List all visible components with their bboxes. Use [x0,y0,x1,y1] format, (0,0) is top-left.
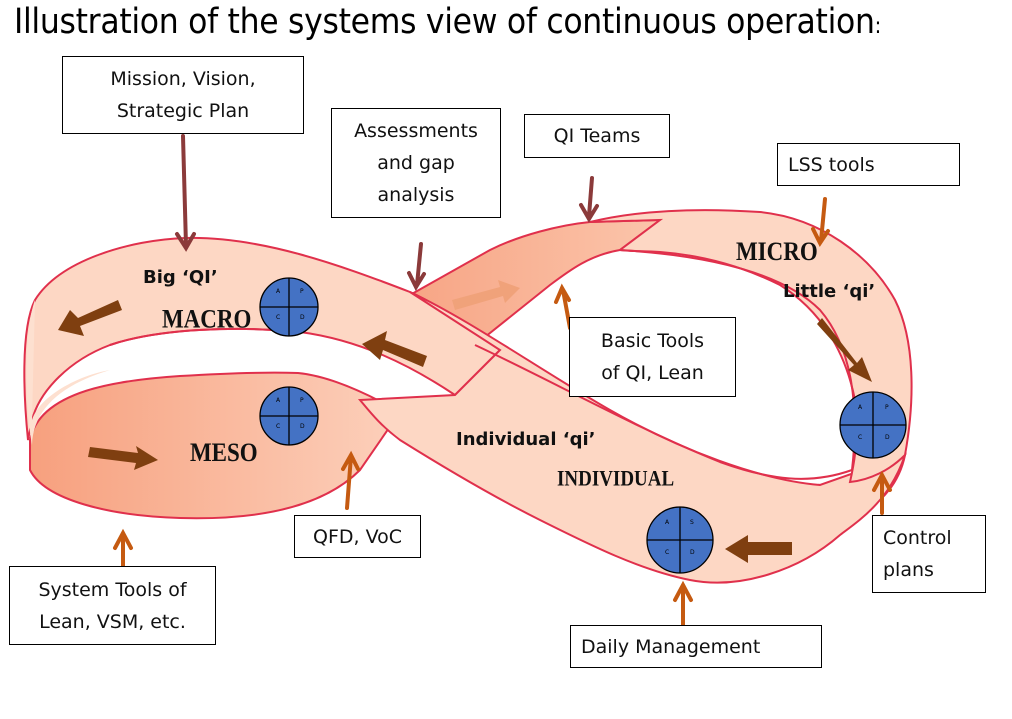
pdca-label: P [885,404,889,411]
flow-arrow-micro-down [817,318,872,382]
pdca-label: P [300,397,304,404]
pdca-label: A [858,404,863,411]
label-individual-qi: Individual ‘qi’ [456,429,595,450]
pdca-label: A [276,288,281,295]
box-qi-teams: QI Teams [524,114,670,158]
pointer-lss [811,197,830,247]
pdca-label: C [858,434,862,441]
pointer-arrows [113,134,892,627]
label-individual: INDIVIDUAL [557,467,674,490]
box-control-plans: Control plans [872,515,986,593]
flow-arrow-meso-right [88,446,158,470]
pdca-label: A [665,519,670,526]
flow-arrows [58,300,872,563]
flow-arrow-back-faint [452,280,520,310]
flow-arrow-macro-left [58,300,122,336]
flow-arrow-center-left [362,331,427,367]
pointer-qi-teams [579,176,599,223]
pdca-label: P [300,288,304,295]
pointer-mission [175,134,196,252]
pointer-qfd [341,450,360,510]
pdca-label: S [690,519,694,526]
box-system-tools: System Tools of Lean, VSM, etc. [9,566,216,645]
label-macro: MACRO [162,305,251,334]
pointer-assessments [407,242,426,292]
box-mission-vision: Mission, Vision, Strategic Plan [62,56,304,134]
pointer-control [872,470,892,515]
pdca-label: C [665,549,669,556]
pointer-system-tools [113,528,133,570]
label-micro: MICRO [736,237,818,266]
pdca-micro: A P C D [839,391,907,459]
label-little-qi: Little ‘qi’ [783,281,875,302]
box-lss-tools: LSS tools [777,143,960,186]
pdca-label: D [690,549,695,556]
ribbon-front [23,209,913,584]
pdca-macro: A P C D [259,277,319,337]
title-text: Illustration of the systems view of cont… [14,2,875,42]
box-assessments: Assessments and gap analysis [331,108,501,218]
pdca-label: D [300,423,305,430]
title-colon: : [874,14,882,39]
pdca-meso: A P C D [259,386,319,446]
flow-arrow-individual-left [725,535,792,563]
box-qfd-voc: QFD, VoC [294,515,421,558]
pdca-individual: A S C D [646,506,714,574]
pdca-label: C [276,314,280,321]
page-title: Illustration of the systems view of cont… [14,2,881,42]
box-basic-tools: Basic Tools of QI, Lean [569,317,736,397]
pdca-label: A [276,397,281,404]
pdca-label: D [300,314,305,321]
pointer-daily [673,580,693,627]
label-meso: MESO [190,439,258,468]
pdca-label: D [885,434,890,441]
pointer-basic-tools [554,283,572,330]
label-big-qi: Big ‘QI’ [143,267,218,288]
pdca-label: C [276,423,280,430]
box-daily-management: Daily Management [570,625,822,668]
